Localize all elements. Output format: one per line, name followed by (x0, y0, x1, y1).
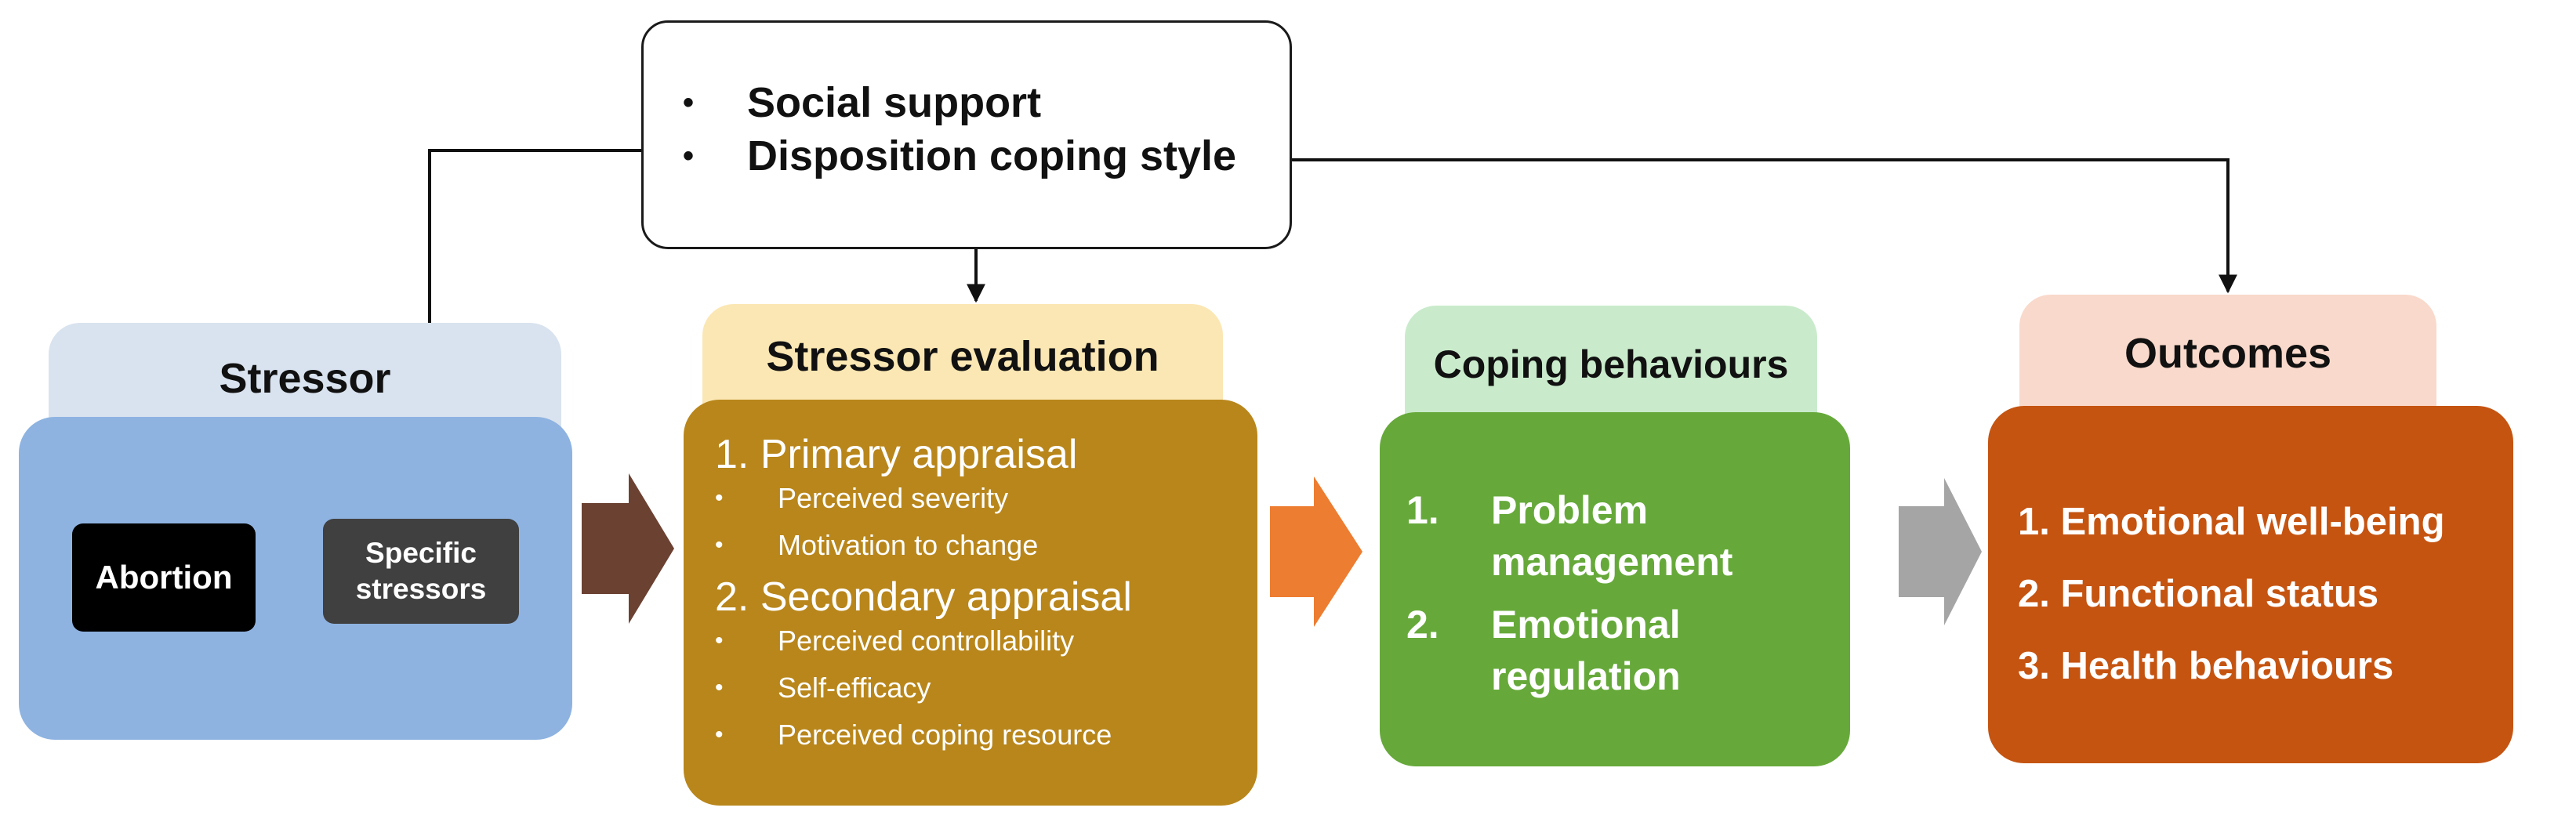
stressor-title: Stressor (219, 355, 391, 402)
outcome-item: 2. Functional status (2018, 573, 2379, 615)
subitem-label: Self-efficacy (778, 672, 931, 704)
primary-appraisal: 1. Primary appraisal (715, 432, 1078, 477)
specific-stressors-box: Specific stressors (323, 519, 519, 624)
coping-title: Coping behaviours (1433, 342, 1789, 386)
coping-card: 1. Problem management 2. Emotional regul… (1380, 412, 1850, 766)
subitem-label: Perceived coping resource (778, 719, 1112, 751)
bullet-icon: • (683, 138, 695, 173)
appraisal-subitem: • Motivation to change (715, 522, 1257, 569)
evaluation-title: Stressor evaluation (766, 333, 1159, 380)
secondary-appraisal: 2. Secondary appraisal (715, 574, 1132, 620)
outcomes-title: Outcomes (2124, 330, 2332, 377)
moderator-item: • Disposition coping style (683, 129, 1290, 183)
abortion-box: Abortion (72, 523, 256, 632)
appraisal-subitem: • Perceived coping resource (715, 712, 1257, 759)
outcomes-tab: Outcomes (2019, 295, 2436, 423)
bullet-icon: • (715, 722, 724, 748)
appraisal-subitem: • Perceived controllability (715, 618, 1257, 665)
moderator-label: Disposition coping style (747, 132, 1237, 179)
outcomes-card: 1. Emotional well-being 2. Functional st… (1988, 406, 2513, 763)
bullet-icon: • (715, 675, 724, 701)
subitem-label: Motivation to change (778, 529, 1039, 561)
coping-item: 2. Emotional regulation (1406, 599, 1850, 702)
coping-item-label: Problem management (1491, 488, 1733, 584)
coping-item: 1. Problem management (1406, 484, 1850, 588)
outcome-item: 1. Emotional well-being (2018, 501, 2445, 543)
coping-item-number: 2. (1406, 603, 1439, 646)
outcome-item: 3. Health behaviours (2018, 645, 2394, 687)
bullet-icon: • (715, 532, 724, 558)
appraisal-subitem: • Self-efficacy (715, 665, 1257, 712)
bullet-icon: • (715, 485, 724, 511)
arrow-gray (1899, 478, 1982, 625)
coping-tab: Coping behaviours (1405, 306, 1817, 423)
moderator-item: • Social support (683, 76, 1290, 129)
bullet-icon: • (715, 628, 724, 654)
moderators-box: • Social support • Disposition coping st… (641, 20, 1292, 249)
moderator-label: Social support (747, 79, 1042, 126)
bullet-icon: • (683, 85, 695, 120)
coping-item-number: 1. (1406, 488, 1439, 532)
arrow-orange (1270, 476, 1362, 627)
arrow-brown (582, 473, 674, 624)
evaluation-card: 1. Primary appraisal • Perceived severit… (684, 400, 1257, 806)
appraisal-subitem: • Perceived severity (715, 475, 1257, 522)
connector-to-outcomes (1292, 158, 2237, 294)
coping-item-label: Emotional regulation (1491, 603, 1681, 698)
subitem-label: Perceived controllability (778, 625, 1075, 657)
subitem-label: Perceived severity (778, 482, 1009, 514)
